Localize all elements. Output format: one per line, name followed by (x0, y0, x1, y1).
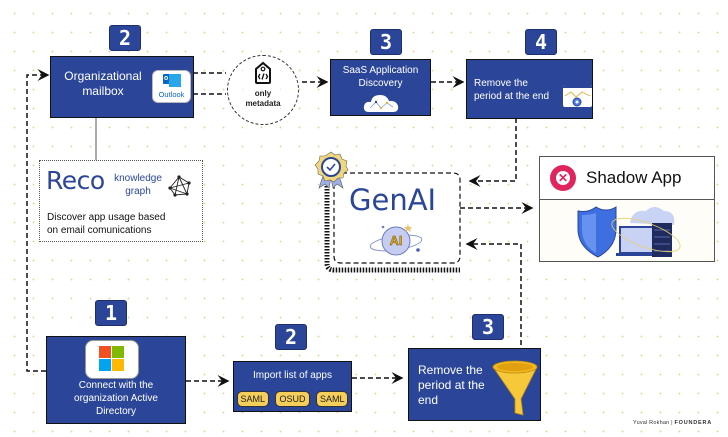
step-badge-remove-top: 4 (525, 29, 557, 55)
network-graph-icon (167, 174, 193, 203)
credit-author: Yuval Rokhan (633, 420, 670, 426)
step-badge-import: 2 (275, 324, 307, 350)
mailbox-label-1: Organizational (64, 69, 142, 83)
remove-top-label-1: Remove the (474, 78, 528, 89)
import-label: Import list of apps (253, 370, 332, 381)
microsoft-icon (85, 340, 139, 379)
remove-period-bottom-box[interactable]: Remove the period at the end (408, 348, 541, 421)
saas-label-2: Discovery (358, 78, 403, 89)
connector-remove-bottom-to-genai (465, 238, 522, 345)
saas-label-1: SaaS Application (342, 65, 419, 76)
metadata-label-2: metadata (245, 99, 281, 108)
tag-saml-1: SAML (236, 391, 270, 407)
connect-label-3: Directory (95, 406, 136, 417)
outlook-label: Outlook (158, 90, 185, 99)
ai-orb-label: AI (389, 233, 403, 248)
reco-kg-label-2: graph (125, 186, 151, 197)
connector-connect-to-mailbox (26, 69, 50, 372)
genai-hatched-shadow (324, 180, 460, 273)
ai-orb-icon: AI (368, 220, 424, 260)
credit-brand: FOUNDERA (674, 420, 713, 426)
step-badge-mailbox: 2 (109, 25, 141, 51)
reco-kg-label-1: knowledge (114, 173, 162, 184)
metadata-label-1: only (254, 89, 272, 98)
shadow-app-header: ✕ Shadow App (540, 157, 714, 200)
remove-bottom-label-3: end (418, 393, 439, 407)
verified-badge-icon (313, 150, 349, 195)
mailbox-box[interactable]: Organizational mailbox o Outlook (50, 56, 194, 118)
mailbox-label-2: mailbox (82, 84, 124, 98)
metadata-node: only metadata (227, 55, 299, 125)
tag-saml-2: SAML (315, 391, 349, 407)
cloud-graph-icon (363, 92, 401, 119)
tag-osud: OSUD (275, 391, 310, 407)
browser-gear-icon (563, 85, 592, 107)
reco-knowledge-graph-box: Reco knowledge graph Discover app usage … (39, 160, 203, 242)
remove-period-top-box[interactable]: Remove the period at the end (466, 59, 593, 119)
outlook-icon: o Outlook (152, 70, 191, 103)
import-apps-box[interactable]: Import list of apps SAML OSUD SAML (233, 361, 352, 412)
step-badge-saas: 3 (370, 29, 402, 55)
step-badge-remove-bottom: 3 (472, 314, 504, 340)
connect-active-directory-box[interactable]: Connect with the organization Active Dir… (46, 336, 186, 424)
saas-discovery-box[interactable]: SaaS Application Discovery (330, 59, 431, 116)
reco-desc-2: on email comunications (47, 225, 152, 236)
connector-remove-to-genai (468, 118, 517, 187)
remove-bottom-label-1: Remove the (418, 363, 483, 377)
x-circle-icon: ✕ (550, 165, 576, 191)
connect-label-1: Connect with the (78, 380, 154, 391)
remove-top-label-2: period at the end (474, 91, 550, 102)
funnel-icon (491, 357, 539, 422)
shield-cloud-server-icon (570, 203, 700, 264)
remove-bottom-label-2: period at the (418, 378, 485, 392)
connect-label-2: organization Active (74, 393, 158, 404)
reco-logo: Reco (46, 166, 105, 195)
genai-frame (333, 172, 461, 264)
shadow-app-card: ✕ Shadow App (539, 156, 715, 262)
shadow-app-title: Shadow App (586, 168, 682, 187)
step-badge-connect: 1 (95, 300, 127, 326)
code-tag-icon (253, 61, 273, 85)
credit: Yuval Rokhan | FOUNDERA (633, 420, 712, 426)
reco-desc-1: Discover app usage based (47, 212, 166, 223)
genai-title: GenAI (349, 183, 437, 217)
credit-separator: | (671, 420, 673, 426)
